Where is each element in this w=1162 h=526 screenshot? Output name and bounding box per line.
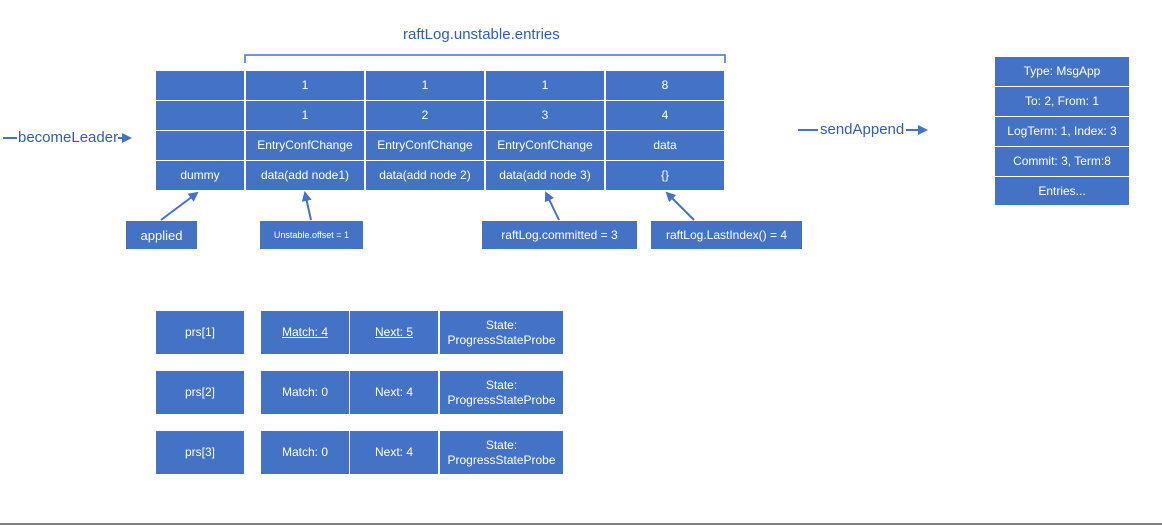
- progress-state: State: ProgressStateProbe: [439, 370, 564, 415]
- log-cell: 8: [605, 70, 725, 101]
- log-cell: EntryConfChange: [245, 130, 365, 161]
- message-field: Entries...: [994, 176, 1130, 206]
- log-cell: 1: [365, 70, 485, 101]
- log-cell: 1: [245, 70, 365, 101]
- progress-state-label: State:: [485, 437, 518, 452]
- progress-next: Next: 5: [349, 310, 439, 355]
- progress-state-label: State:: [485, 377, 518, 392]
- log-cell: EntryConfChange: [365, 130, 485, 161]
- applied-arrow: [160, 191, 199, 221]
- entries-title: raftLog.unstable.entries: [403, 26, 560, 43]
- log-cell: [155, 130, 245, 161]
- send-append-label: sendAppend: [820, 121, 905, 138]
- entries-bracket: [244, 54, 726, 63]
- last-index-arrow: [665, 191, 695, 221]
- progress-state: State: ProgressStateProbe: [439, 430, 564, 475]
- log-cell: data(add node1): [245, 160, 365, 191]
- progress-state-value: ProgressStateProbe: [447, 392, 556, 407]
- progress-name: prs[3]: [155, 430, 245, 475]
- progress-name: prs[2]: [155, 370, 245, 415]
- log-cell: 1: [245, 100, 365, 131]
- log-cell: dummy: [155, 160, 245, 191]
- unstable-offset-box: Unstable.offset = 1: [259, 220, 364, 250]
- last-index-box: raftLog.LastIndex() = 4: [650, 220, 803, 250]
- progress-name: prs[1]: [155, 310, 245, 355]
- progress-match: Match: 4: [260, 310, 350, 355]
- applied-box: applied: [125, 220, 198, 250]
- committed-arrow: [544, 191, 560, 221]
- progress-state-value: ProgressStateProbe: [447, 452, 556, 467]
- log-cell: 1: [485, 70, 605, 101]
- progress-state-label: State:: [485, 317, 518, 332]
- log-cell: data(add node 2): [365, 160, 485, 191]
- progress-next: Next: 4: [349, 430, 439, 475]
- log-cell: [155, 100, 245, 131]
- log-cell: {}: [605, 160, 725, 191]
- log-cell: 4: [605, 100, 725, 131]
- become-leader-label: becomeLeader: [18, 129, 119, 146]
- unstable-offset-arrow: [301, 191, 312, 221]
- log-cell: data(add node 3): [485, 160, 605, 191]
- committed-box: raftLog.committed = 3: [481, 220, 638, 250]
- progress-state-value: ProgressStateProbe: [447, 332, 556, 347]
- progress-next: Next: 4: [349, 370, 439, 415]
- message-field: LogTerm: 1, Index: 3: [994, 116, 1130, 147]
- progress-state: State: ProgressStateProbe: [439, 310, 564, 355]
- progress-match: Match: 0: [260, 430, 350, 475]
